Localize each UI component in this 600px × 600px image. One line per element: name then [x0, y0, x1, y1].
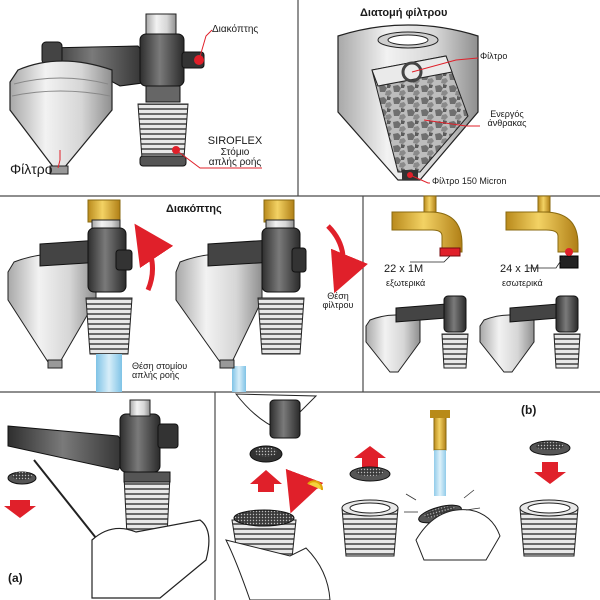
overview-leaders: [57, 29, 262, 169]
siroflex-aerator: [137, 85, 189, 167]
marker-b: (b): [521, 403, 537, 417]
panel-switch-positions: [7, 199, 368, 392]
panel-threads: [365, 195, 581, 373]
carbon-line1: Ενεργός: [490, 109, 524, 119]
tool-rod: [33, 459, 105, 549]
external-thread-label: εξωτερικά: [386, 278, 426, 288]
cross-section-leaders: [409, 57, 480, 184]
panel-overview: [9, 13, 262, 175]
curved-arrow-icon: [285, 468, 324, 514]
switch-label: Διακόπτης: [212, 24, 259, 35]
position-right-line2: φίλτρου: [322, 300, 354, 311]
panel-cleaning-a: [4, 399, 210, 599]
marker-a: (a): [8, 571, 23, 585]
rotate-down-arrow: [326, 224, 368, 294]
position-right-line1: Θέση: [327, 291, 349, 301]
panel-cross-section: [337, 24, 480, 184]
rotate-up-arrow: [134, 223, 174, 291]
internal-thread-label: εσωτερικά: [502, 278, 543, 288]
rinse-under-tap: [404, 410, 501, 561]
carbon-line2: άνθρακας: [487, 118, 527, 129]
small-assembly-left: [365, 295, 469, 373]
cross-section-filter-label: Φίλτρο: [480, 51, 508, 61]
filter-housing: [9, 60, 113, 175]
position-left-line2: απλής ροής: [132, 370, 180, 381]
assembly-tap-mode: [7, 199, 133, 392]
siroflex-label: SIROFLEX Στόμιο απλής ροής: [206, 135, 264, 169]
down-arrow-icon: [4, 500, 36, 518]
external-thread-size: 22 x 1M: [384, 263, 424, 275]
position-left-label: Θέση στομίου απλής ροής: [132, 361, 188, 381]
small-assembly-right: [479, 295, 581, 373]
aerator-part-2: [519, 440, 579, 557]
position-left-line1: Θέση στομίου: [132, 361, 188, 371]
position-right-label: Θέση φίλτρου: [318, 291, 358, 311]
siroflex-title: SIROFLEX: [207, 135, 263, 147]
removed-mesh-insert: [7, 471, 37, 485]
filter-cross-section: [337, 24, 479, 181]
panel-cleaning-b: [225, 393, 579, 600]
hand-press: [225, 509, 331, 600]
cross-section-title: Διατομή φίλτρου: [360, 7, 448, 19]
hand: [91, 519, 210, 599]
faucet-internal-thread: [505, 195, 579, 269]
internal-thread-size: 24 x 1M: [500, 263, 540, 275]
up-arrow-icon: [250, 470, 282, 492]
siroflex-line2: Στόμιο: [220, 146, 250, 158]
hand-unscrew: [234, 393, 318, 463]
faucet-external-thread: [391, 195, 463, 263]
switch-positions-title: Διακόπτης: [166, 203, 222, 215]
carbon-label: Ενεργός άνθρακας: [480, 109, 534, 129]
aerator-part-1: [341, 446, 399, 557]
siroflex-line3: απλής ροής: [208, 157, 262, 169]
assembly-filter-mode: [175, 199, 307, 392]
switch-valve: [139, 13, 205, 87]
filter-label: Φίλτρο: [10, 161, 53, 177]
micron-label: Φίλτρο 150 Micron: [432, 176, 507, 186]
